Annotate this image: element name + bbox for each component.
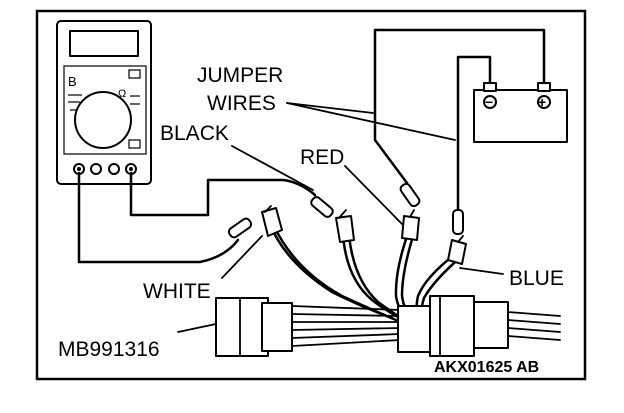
probe-icon — [399, 182, 421, 208]
clip-icon — [335, 209, 355, 243]
label-figure-code: AKX01625 AB — [434, 359, 539, 376]
label-part-number: MB991316 — [58, 338, 160, 361]
label-black: BLACK — [160, 122, 229, 145]
multimeter-icon: B Ω — [56, 20, 152, 185]
label-white: WHITE — [143, 280, 211, 303]
battery-positive-symbol: + — [538, 94, 546, 110]
jumper-wire-negative — [456, 55, 492, 212]
meter-lead-right — [129, 171, 317, 217]
probe-icon — [227, 217, 253, 239]
meter-dial-letter: B — [68, 74, 77, 89]
meter-dial-symbol: Ω — [118, 88, 126, 100]
probe-icon — [310, 196, 334, 218]
meter-selector-knob — [74, 91, 132, 149]
leader-lines — [177, 102, 504, 333]
jumper-wire-positive — [373, 28, 546, 185]
clip-icon — [401, 209, 420, 241]
label-jumper: JUMPER — [197, 64, 283, 87]
diagram-frame — [35, 9, 587, 381]
connector-icon — [215, 295, 561, 357]
clip-icon — [447, 235, 467, 265]
label-wires: WIRES — [207, 92, 276, 115]
battery-icon: − + — [473, 82, 568, 143]
label-blue: BLUE — [509, 267, 564, 290]
battery-negative-symbol: − — [485, 94, 493, 110]
label-red: RED — [300, 146, 344, 169]
clip-icon — [261, 205, 283, 237]
meter-lead-left — [77, 171, 240, 264]
probe-icon — [452, 209, 464, 235]
